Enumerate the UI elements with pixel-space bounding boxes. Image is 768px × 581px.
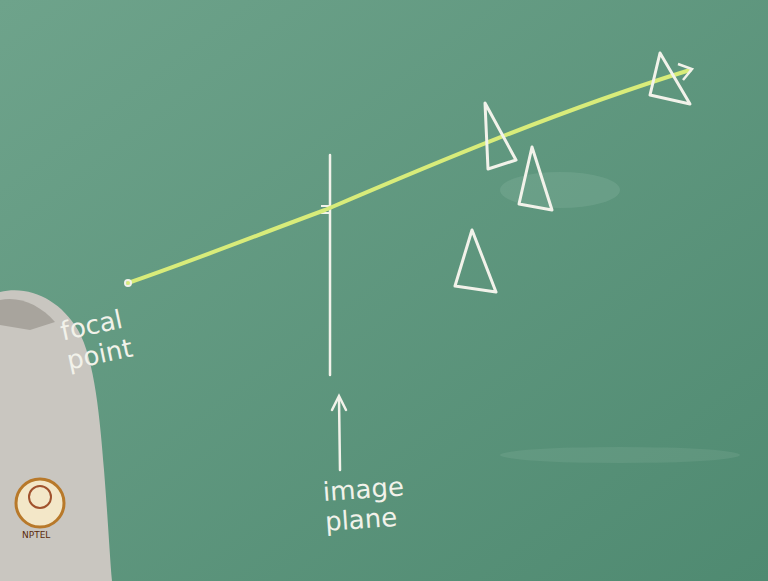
triangle bbox=[485, 103, 516, 169]
image-plane-line bbox=[329, 155, 332, 375]
triangle bbox=[455, 230, 496, 292]
presenter-shadow bbox=[0, 299, 55, 330]
ray-arrow-head bbox=[678, 64, 692, 80]
arrow-head bbox=[332, 396, 346, 410]
logo bbox=[16, 479, 64, 527]
triangle bbox=[519, 147, 552, 210]
axis-label: image plane bbox=[322, 472, 406, 537]
focal-point-dot bbox=[125, 280, 131, 286]
ray bbox=[128, 70, 690, 283]
chalk-smudge bbox=[500, 447, 740, 463]
pointer-arrow bbox=[339, 398, 340, 470]
logo bbox=[29, 486, 51, 508]
logo-text: NPTEL bbox=[22, 530, 72, 540]
triangle bbox=[650, 53, 690, 104]
